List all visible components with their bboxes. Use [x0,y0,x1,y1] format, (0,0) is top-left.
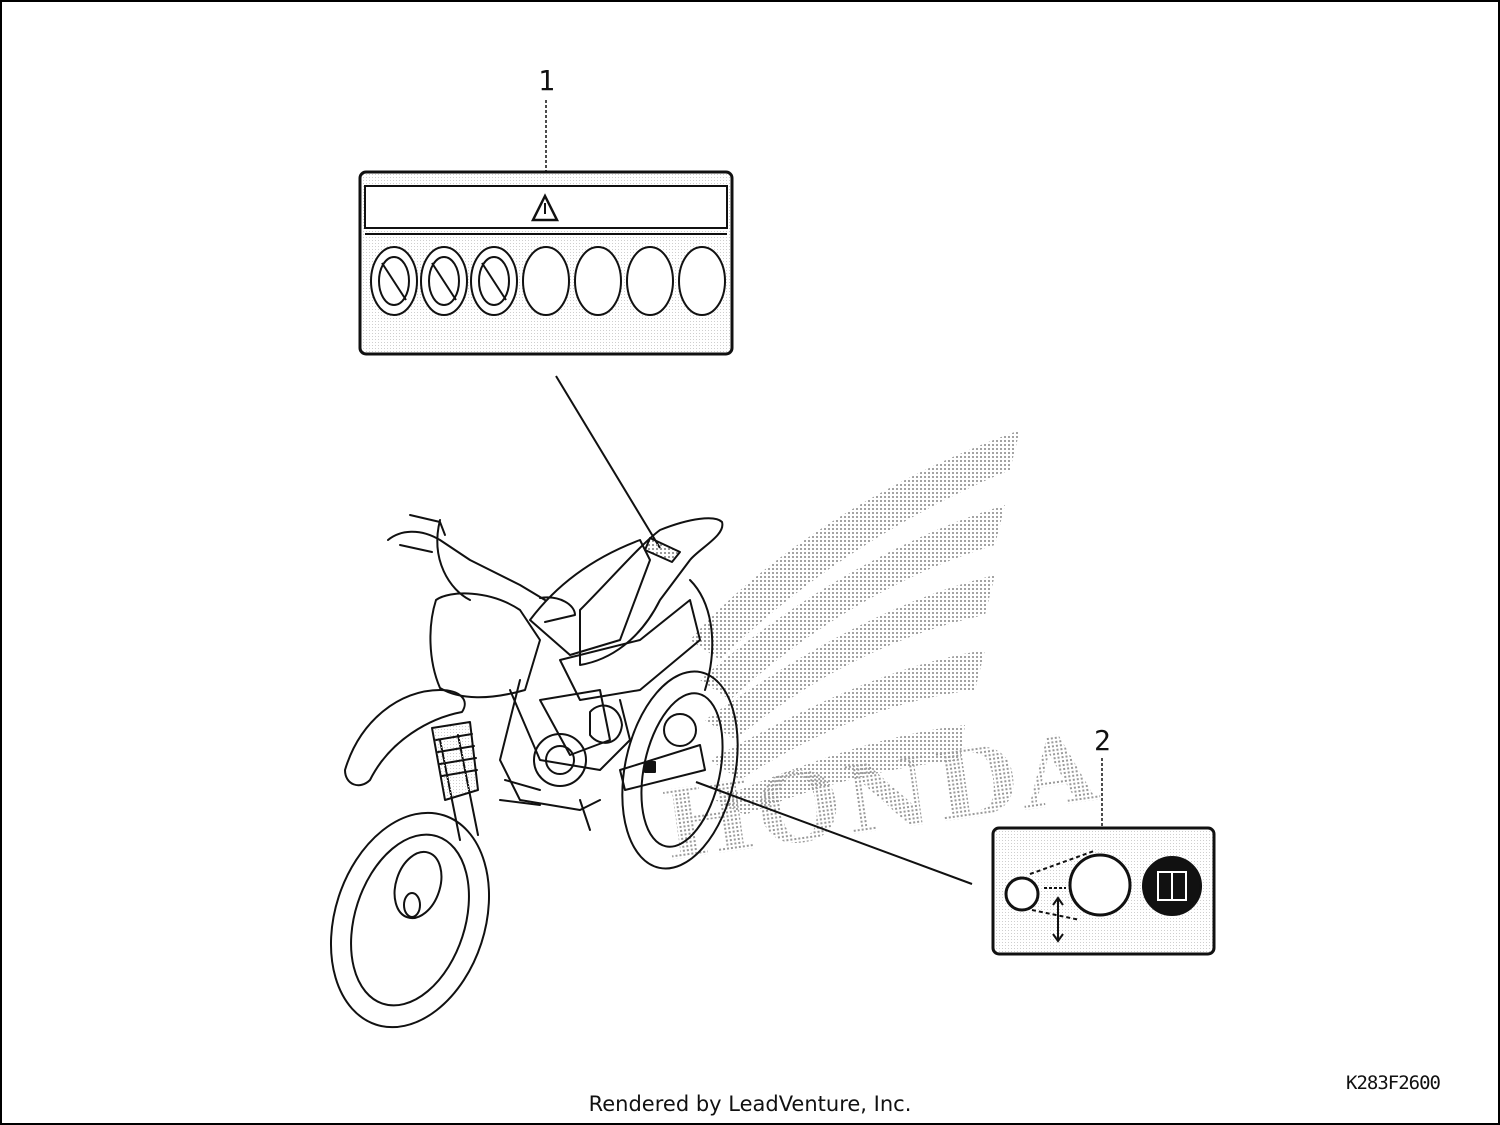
warning-label-decal [358,170,734,356]
motorcycle-illustration [329,514,739,1029]
pictogram-row [370,246,726,316]
chain-label-decal [991,826,1216,956]
callout-number-2: 2 [1094,724,1111,757]
render-credit: Rendered by LeadVenture, Inc. [588,1092,912,1116]
drawing-code: K283F2600 [1346,1072,1441,1094]
callout-number-1: 1 [538,64,555,97]
honda-wing-watermark [690,430,1020,815]
label-1-pointer [555,375,661,549]
label-2-pointer [695,781,973,885]
